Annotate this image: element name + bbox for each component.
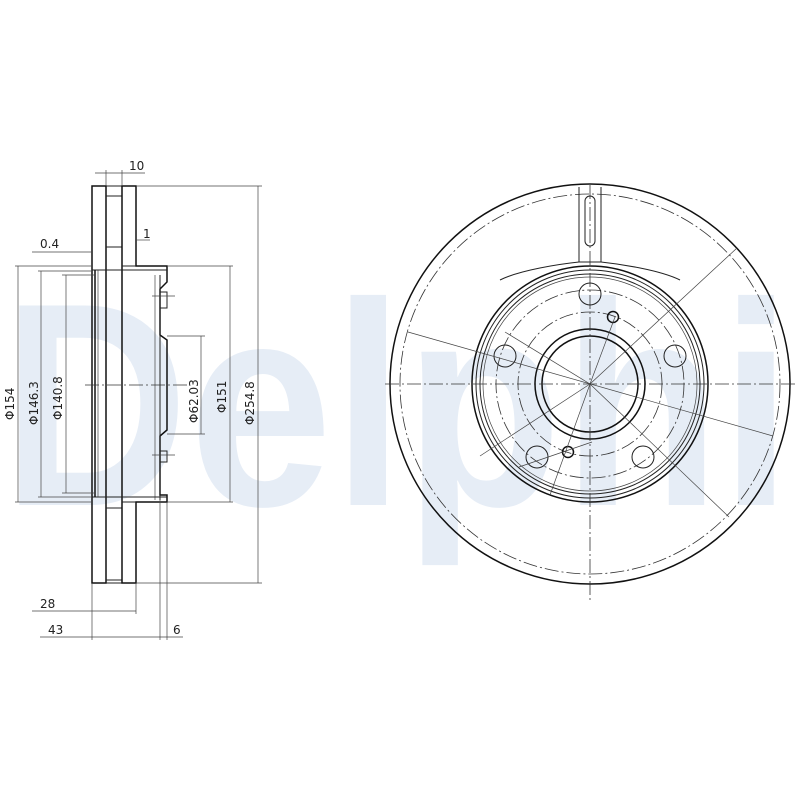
dim-vent-gap: 10 [129, 159, 144, 173]
dim-total-height: 43 [48, 623, 63, 637]
dim-hat-thickness: 6 [173, 623, 181, 637]
dim-friction-offset: 0.4 [40, 237, 59, 251]
section-view: 10 1 0.4 Φ154 Φ146.3 Φ140.8 Φ62.03 Φ151 … [3, 159, 262, 640]
dim-d151: Φ151 [215, 381, 229, 413]
dim-thickness: 28 [40, 597, 55, 611]
dim-d140-8: Φ140.8 [51, 376, 65, 420]
dim-d154: Φ154 [3, 388, 17, 420]
delphi-watermark: Delphi [2, 243, 792, 568]
dim-d146-3: Φ146.3 [27, 381, 41, 425]
dim-d62-03: Φ62.03 [187, 379, 201, 423]
dim-step: 1 [143, 227, 151, 241]
front-view [385, 183, 795, 600]
dim-d254-8: Φ254.8 [243, 381, 257, 425]
